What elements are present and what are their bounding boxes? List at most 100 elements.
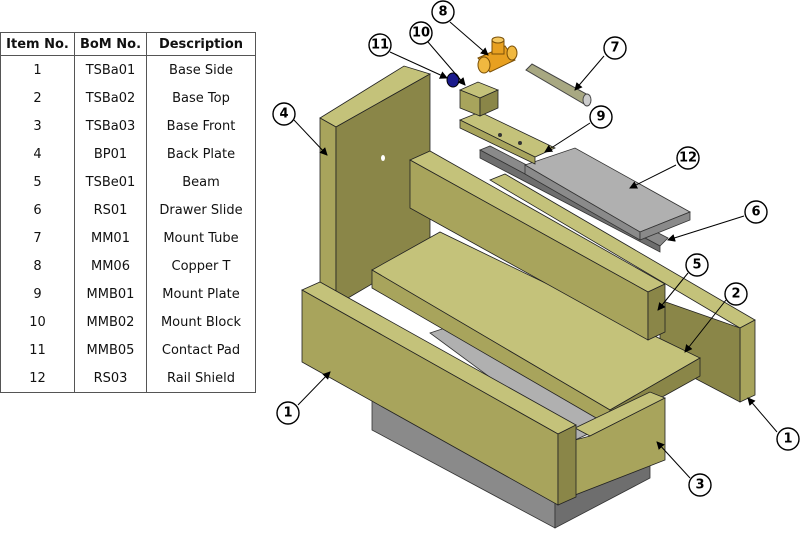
callout-circle [431, 0, 455, 24]
callout-circle [603, 36, 627, 60]
cell-bom-no: TSBe01 [74, 168, 147, 196]
part-7-mount-tube [525, 63, 592, 107]
part-1-base-side-right [489, 173, 756, 403]
cell-bom-no: MM01 [74, 224, 147, 252]
callout-number: 2 [731, 287, 740, 302]
cell-item-no: 11 [0, 336, 75, 364]
cell-bom-no: MM06 [74, 252, 147, 280]
part-11-contact-pad [446, 72, 460, 88]
leader-lines [293, 21, 778, 479]
cell-description: Base Top [146, 84, 256, 112]
callout-number: 12 [679, 151, 697, 166]
callout-circle [368, 33, 392, 57]
callout-number: 3 [695, 478, 704, 493]
cell-bom-no: MMB02 [74, 308, 147, 336]
callout-number: 5 [692, 258, 701, 273]
part-5-beam [409, 150, 666, 341]
cell-description: Mount Block [146, 308, 256, 336]
callout-c12: 12 [676, 146, 700, 170]
cell-description: Mount Plate [146, 280, 256, 308]
callout-c3: 3 [688, 473, 712, 497]
cell-bom-no: MMB01 [74, 280, 147, 308]
cell-description: Mount Tube [146, 224, 256, 252]
cell-description: Contact Pad [146, 336, 256, 364]
cell-description: Rail Shield [146, 364, 256, 393]
part-4-back-plate [319, 65, 432, 306]
callout-number: 10 [412, 26, 430, 41]
cell-item-no: 10 [0, 308, 75, 336]
cell-item-no: 6 [0, 196, 75, 224]
callout-c4: 4 [272, 102, 296, 126]
callout-c6: 6 [744, 200, 768, 224]
part-9-mount-plate [459, 111, 556, 165]
cell-description: Copper T [146, 252, 256, 280]
callout-c1a: 1 [276, 401, 300, 425]
callout-circle [688, 473, 712, 497]
callout-c5: 5 [685, 253, 709, 277]
callout-number: 11 [371, 38, 389, 53]
callout-circle [276, 401, 300, 425]
cell-item-no: 2 [0, 84, 75, 112]
part-8-copper-t [477, 36, 518, 74]
callout-circle [676, 146, 700, 170]
callout-number: 7 [610, 41, 619, 56]
cell-item-no: 8 [0, 252, 75, 280]
header-item-no: Item No. [0, 32, 75, 56]
callout-number: 8 [438, 5, 447, 20]
callout-c9: 9 [589, 105, 613, 129]
callout-c10: 10 [409, 21, 433, 45]
cell-description: Base Front [146, 112, 256, 140]
callout-circle [272, 102, 296, 126]
cell-bom-no: TSBa03 [74, 112, 147, 140]
callout-circle [724, 282, 748, 306]
header-bom-no: BoM No. [74, 32, 147, 56]
cell-description: Back Plate [146, 140, 256, 168]
cell-item-no: 4 [0, 140, 75, 168]
part-1-base-side-left [301, 281, 577, 506]
callout-c8: 8 [431, 0, 455, 24]
callout-circle [685, 253, 709, 277]
cell-bom-no: TSBa02 [74, 84, 147, 112]
cell-bom-no: RS01 [74, 196, 147, 224]
cell-bom-no: TSBa01 [74, 55, 147, 84]
callout-number: 1 [283, 406, 292, 421]
callout-circle [589, 105, 613, 129]
callout-c2: 2 [724, 282, 748, 306]
part-12-rail-shield [524, 147, 691, 241]
callout-circle [776, 427, 800, 451]
header-description: Description [146, 32, 256, 56]
callout-number: 6 [751, 205, 760, 220]
cell-bom-no: RS03 [74, 364, 147, 393]
callout-c11: 11 [368, 33, 392, 57]
bom-header-row: Item No. BoM No. Description [0, 32, 256, 56]
callout-number: 9 [596, 110, 605, 125]
callout-number: 4 [279, 107, 288, 122]
callout-circle [744, 200, 768, 224]
callout-circle [409, 21, 433, 45]
part-10-mount-block [458, 81, 500, 117]
cell-description: Drawer Slide [146, 196, 256, 224]
callout-c1b: 1 [776, 427, 800, 451]
cell-description: Beam [146, 168, 256, 196]
cell-item-no: 9 [0, 280, 75, 308]
cell-description: Base Side [146, 55, 256, 84]
cell-bom-no: BP01 [74, 140, 147, 168]
cell-bom-no: MMB05 [74, 336, 147, 364]
cell-item-no: 7 [0, 224, 75, 252]
callout-number: 1 [783, 432, 792, 447]
callout-c7: 7 [603, 36, 627, 60]
